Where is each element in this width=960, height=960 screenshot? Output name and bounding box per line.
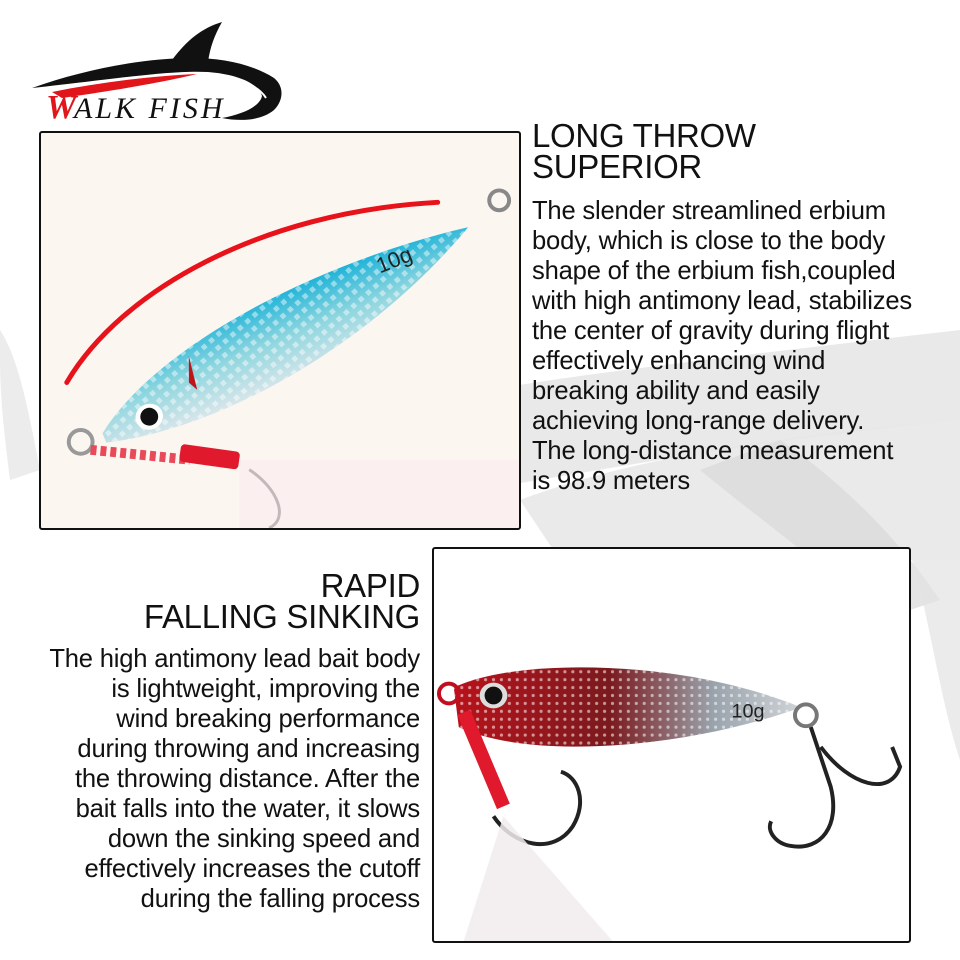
body-line: is lightweight, improving the (111, 675, 420, 703)
feature-description: The high antimony lead bait body is ligh… (0, 644, 420, 914)
svg-text:W: W (46, 89, 79, 126)
body-line: effectively increases the cutoff (84, 855, 420, 883)
body-line: bait falls into the water, it slows (75, 795, 421, 823)
title-line: RAPID (320, 567, 421, 604)
feature-rapid-falling: RAPID FALLING SINKING The high antimony … (0, 567, 421, 914)
body-line: The long-distance measurement (532, 437, 894, 465)
shark-logo-icon: W ALK FISH (32, 22, 282, 126)
weight-label: 10g (731, 700, 764, 722)
title-line: LONG THROW (532, 117, 756, 154)
feature-long-throw: LONG THROW SUPERIOR The slender streamli… (532, 117, 960, 496)
body-line: shape of the erbium fish,coupled (532, 257, 896, 285)
svg-text:ALK FISH: ALK FISH (72, 92, 226, 125)
feature-title: LONG THROW SUPERIOR (532, 117, 960, 185)
body-line: body, which is close to the body (532, 227, 886, 255)
body-line: the center of gravity during flight (532, 317, 890, 345)
brand-logo: W ALK FISH (22, 18, 292, 128)
body-line: with high antimony lead, stabilizes (532, 287, 912, 315)
body-line: The slender streamlined erbium (532, 197, 886, 225)
body-line: down the sinking speed and (107, 825, 420, 853)
body-line: during throwing and increasing (77, 735, 420, 763)
body-line: the throwing distance. After the (74, 765, 420, 793)
body-line: breaking ability and easily (532, 377, 820, 405)
title-line: FALLING SINKING (143, 598, 420, 635)
body-line: wind breaking performance (116, 705, 420, 733)
feature-description: The slender streamlined erbium body, whi… (532, 196, 960, 496)
product-photo-blue-lure: 10g (39, 131, 521, 530)
body-line: The high antimony lead bait body (49, 645, 420, 673)
body-line: is 98.9 meters (532, 467, 690, 495)
product-photo-red-lure: 10g (432, 547, 911, 943)
feature-title: RAPID FALLING SINKING (0, 567, 421, 635)
body-line: effectively enhancing wind (532, 347, 826, 375)
title-line: SUPERIOR (532, 148, 702, 185)
body-line: achieving long-range delivery. (532, 407, 865, 435)
body-line: during the falling process (140, 885, 421, 913)
